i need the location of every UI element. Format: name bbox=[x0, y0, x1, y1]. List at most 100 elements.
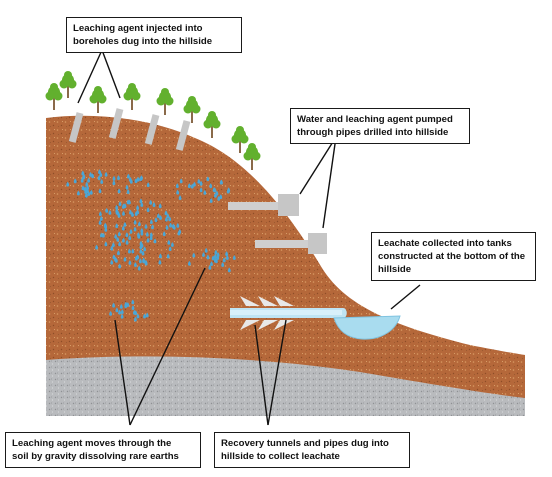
droplet-icon bbox=[125, 232, 129, 238]
droplet-icon bbox=[143, 313, 146, 319]
droplet-icon bbox=[115, 204, 119, 210]
droplet-icon bbox=[217, 196, 221, 201]
droplet-icon bbox=[126, 189, 130, 194]
tree-icon bbox=[59, 71, 77, 98]
droplet-icon bbox=[124, 301, 128, 307]
droplet-icon bbox=[89, 172, 93, 177]
droplet-icon bbox=[129, 229, 133, 234]
droplet-icon bbox=[110, 245, 114, 251]
droplet-icon bbox=[123, 222, 127, 227]
droplet-icon bbox=[154, 217, 158, 223]
tree-icon bbox=[231, 126, 249, 153]
droplet-icon bbox=[104, 171, 108, 177]
label-line: Recovery tunnels and pipes dug into bbox=[221, 438, 389, 449]
label-collection-tanks: Leachate collected into tanks constructe… bbox=[371, 232, 536, 281]
injection-pipe-upper bbox=[228, 194, 299, 216]
droplet-icon bbox=[133, 219, 137, 225]
droplet-icon bbox=[115, 208, 119, 213]
droplet-icon bbox=[104, 241, 108, 247]
droplet-icon bbox=[128, 235, 132, 241]
droplet-icon bbox=[137, 232, 140, 238]
droplet-icon bbox=[153, 238, 157, 244]
droplet-icon bbox=[116, 236, 120, 242]
label-gravity-movement: Leaching agent moves through the soil by… bbox=[5, 432, 201, 468]
droplet-icon bbox=[156, 213, 160, 219]
droplet-icon bbox=[211, 255, 215, 261]
droplet-icon bbox=[144, 223, 148, 229]
droplet-icon bbox=[121, 237, 125, 243]
droplet-icon bbox=[80, 177, 84, 183]
droplet-icon bbox=[127, 199, 131, 205]
recovery-tunnel bbox=[230, 296, 347, 330]
droplet-icon bbox=[127, 248, 131, 254]
droplet-icon bbox=[176, 189, 180, 195]
droplet-icon bbox=[143, 246, 147, 252]
droplet-icon bbox=[187, 260, 191, 266]
droplet-icon bbox=[97, 175, 101, 181]
droplet-icon bbox=[99, 216, 103, 221]
droplet-icon bbox=[128, 260, 132, 265]
droplet-icon bbox=[117, 231, 121, 237]
droplet-icon bbox=[134, 310, 138, 316]
droplet-icon bbox=[149, 219, 153, 224]
droplet-icon bbox=[140, 230, 144, 236]
droplet-icon bbox=[221, 262, 225, 267]
droplet-icon bbox=[192, 252, 196, 258]
tree-icon bbox=[45, 83, 63, 110]
flow-arrow-icon bbox=[240, 320, 294, 330]
droplet-icon bbox=[98, 211, 102, 217]
droplet-icon bbox=[138, 258, 142, 264]
borehole bbox=[175, 120, 191, 151]
label-line: hillside to collect leachate bbox=[221, 451, 340, 462]
boreholes bbox=[68, 108, 191, 151]
droplet-icon bbox=[158, 259, 162, 265]
droplet-icon bbox=[210, 261, 213, 266]
droplet-icon bbox=[152, 202, 156, 207]
tree-icon bbox=[183, 96, 201, 123]
droplet-icon bbox=[146, 237, 150, 243]
droplet-icon bbox=[146, 207, 150, 213]
droplet-icon bbox=[136, 205, 140, 210]
label-line: soil by gravity dissolving rare earths bbox=[12, 451, 179, 462]
droplet-icon bbox=[118, 263, 122, 269]
droplet-icon bbox=[121, 225, 125, 231]
droplet-icon bbox=[142, 258, 146, 264]
droplet-icon bbox=[140, 202, 144, 207]
droplet-icon bbox=[133, 316, 137, 322]
droplet-icon bbox=[131, 248, 135, 254]
label-recovery-tunnels: Recovery tunnels and pipes dug into hill… bbox=[214, 432, 410, 468]
droplet-icon bbox=[108, 210, 112, 215]
droplet-icon bbox=[101, 232, 105, 238]
label-line: through pipes drilled into hillside bbox=[297, 127, 449, 138]
droplet-icon bbox=[209, 198, 213, 203]
droplet-icon bbox=[119, 304, 123, 309]
droplet-icon bbox=[81, 170, 85, 176]
droplet-icon bbox=[187, 183, 191, 189]
droplet-icon bbox=[158, 253, 162, 259]
droplet-icon bbox=[129, 178, 133, 184]
tree-icon bbox=[203, 111, 221, 138]
droplet-icon bbox=[98, 169, 101, 174]
leaching-agent-droplets bbox=[66, 169, 236, 322]
droplet-icon bbox=[87, 191, 91, 196]
droplet-icon bbox=[140, 242, 144, 248]
label-line: Leaching agent moves through the bbox=[12, 438, 172, 449]
flow-arrow-icon bbox=[240, 296, 294, 306]
tree-icon bbox=[123, 83, 141, 110]
leachate-tank bbox=[333, 315, 401, 340]
droplet-icon bbox=[213, 253, 217, 259]
label-pumped-pipes: Water and leaching agent pumped through … bbox=[290, 108, 470, 144]
droplet-icon bbox=[226, 188, 230, 194]
droplet-icon bbox=[197, 178, 201, 184]
droplet-icon bbox=[117, 188, 121, 194]
droplet-icon bbox=[85, 181, 89, 187]
droplet-icon bbox=[116, 250, 120, 256]
droplet-icon bbox=[134, 255, 138, 261]
tree-icon bbox=[89, 86, 107, 113]
droplet-icon bbox=[66, 181, 70, 187]
droplet-icon bbox=[170, 242, 174, 247]
droplet-icon bbox=[146, 182, 150, 187]
bedrock-layer bbox=[46, 356, 525, 416]
droplet-icon bbox=[192, 181, 196, 187]
droplet-icon bbox=[162, 231, 166, 237]
